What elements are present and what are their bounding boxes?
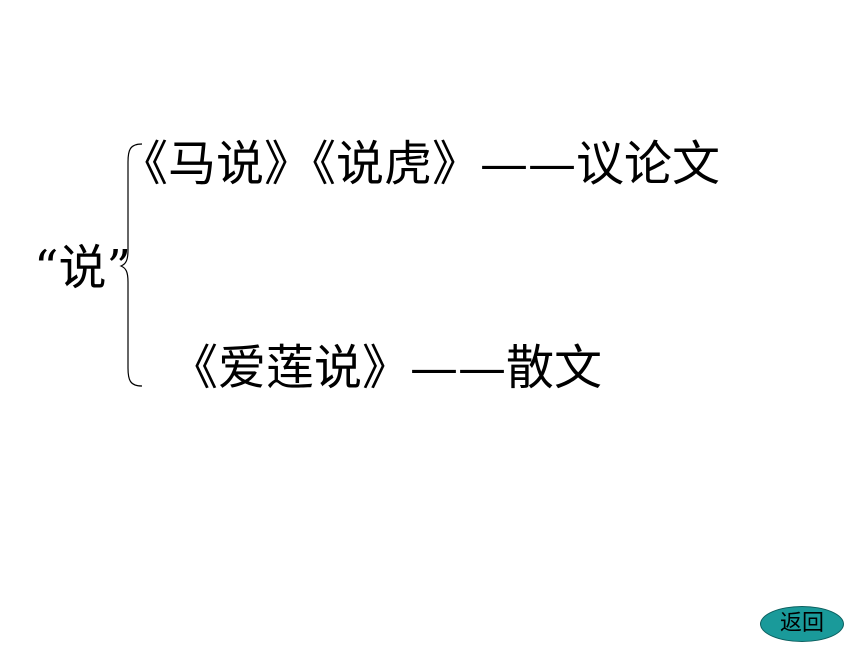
argumentative-essay-line: 《马说》《说虎》——议论文 bbox=[120, 136, 721, 192]
prose-line: 《爱莲说》——散文 bbox=[170, 340, 603, 396]
term-label: “说” bbox=[34, 240, 132, 296]
back-button-label: 返回 bbox=[779, 611, 824, 636]
curly-brace-icon bbox=[119, 143, 143, 387]
back-button[interactable]: 返回 bbox=[760, 606, 844, 642]
